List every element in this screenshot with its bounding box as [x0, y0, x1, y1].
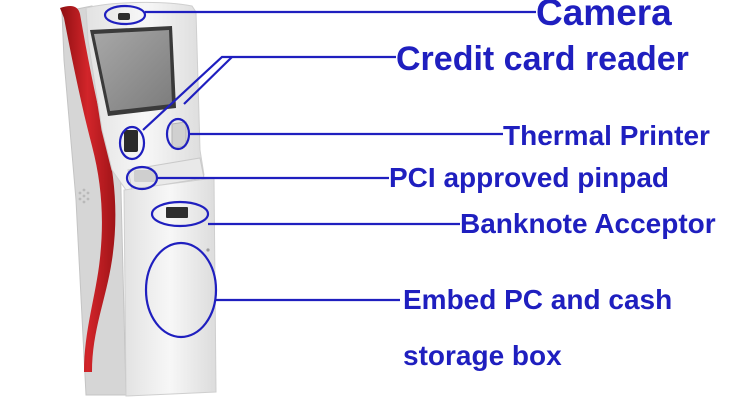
card-reader-leader-2: [183, 56, 233, 105]
leader-lines: [142, 10, 536, 302]
cabinet-lock: [206, 248, 210, 252]
pinpad-marker: [125, 165, 159, 191]
embed-pc-label-line1: Embed PC and cash: [403, 284, 673, 315]
printer-marker: [165, 117, 191, 151]
pinpad-label: PCI approved pinpad: [389, 162, 670, 193]
printer-slot: [171, 121, 187, 149]
camera-label: Camera: [536, 0, 672, 33]
card-reader-leader: [142, 55, 396, 131]
callout-markers: [103, 4, 218, 339]
touch-screen: [94, 30, 172, 111]
banknote-acceptor-label: Banknote Acceptor: [460, 208, 716, 239]
kiosk-cabinet: [123, 177, 217, 397]
card-reader-slot: [124, 130, 138, 152]
kiosk-illustration: [60, 1, 217, 397]
banknote-marker: [150, 200, 210, 228]
kiosk-red-trim: [60, 6, 116, 372]
embed-pc-label-line2: storage box: [403, 340, 562, 371]
thermal-printer-label: Thermal Printer: [503, 120, 710, 151]
banknote-slot: [166, 207, 188, 218]
camera-marker: [103, 4, 147, 26]
camera-lens: [118, 13, 130, 20]
pinpad-device: [134, 170, 156, 182]
credit-card-reader-label: Credit card reader: [396, 40, 689, 78]
cabinet-marker: [144, 241, 218, 339]
card-reader-marker: [118, 125, 146, 161]
speaker-vent: [78, 188, 90, 204]
